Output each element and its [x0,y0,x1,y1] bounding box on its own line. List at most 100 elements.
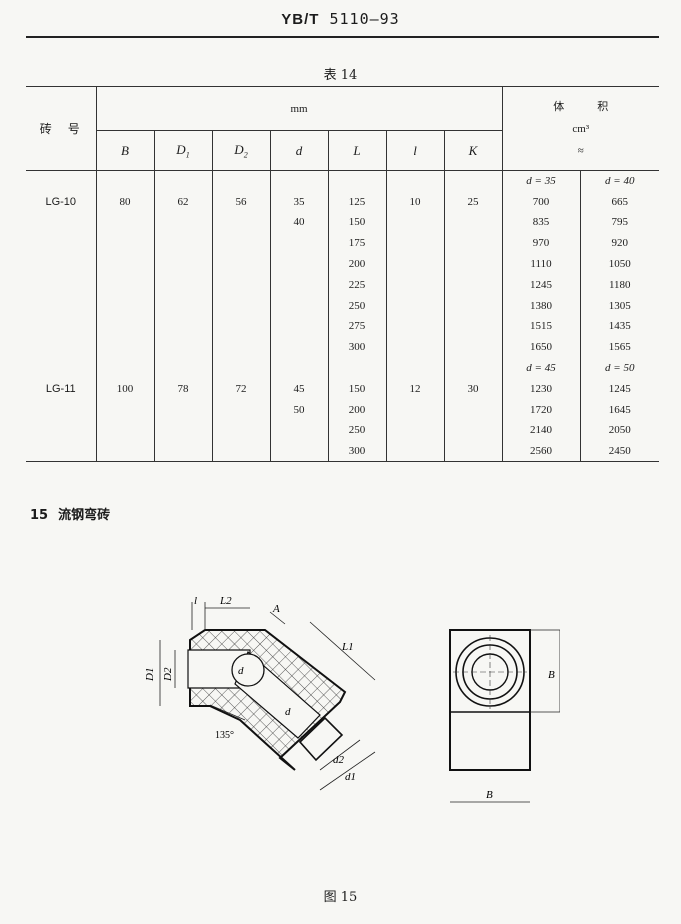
cell-d [269,420,328,441]
cell-d: 45 [269,378,328,400]
header-rule [26,36,659,38]
cell-L: 150 [327,212,386,233]
cell-volume-1: 835 [501,212,580,233]
cell-K [443,295,502,317]
cell-K [443,232,502,254]
cell-d [269,232,328,254]
brick-no [26,295,96,316]
cell-l [385,336,444,358]
cell-D2 [211,253,270,275]
empty-cell [211,357,270,379]
cell-D1 [153,295,212,317]
header-volume: 体 积 cm³ ≈ [501,86,659,171]
cell-volume-1: 1515 [501,316,580,337]
cell-K [443,399,502,421]
cell-volume-1: 1720 [501,399,580,421]
cell-l: 12 [385,378,444,400]
empty-cell [269,170,328,192]
cell-l [385,295,444,317]
cell-L: 125 [327,191,386,213]
cell-d: 35 [269,191,328,213]
header-brick-no: 砖 号 [26,86,96,171]
cell-D2 [211,316,270,337]
volume-d-header: d = 35 [501,170,580,192]
cell-volume-2: 1435 [579,316,659,337]
empty-cell [385,170,444,192]
cell-L: 200 [327,399,386,421]
cell-volume-1: 1230 [501,378,580,400]
empty-cell [269,357,328,379]
cell-L: 225 [327,274,386,296]
volume-d-header: d = 50 [579,357,659,379]
empty-cell [327,357,386,379]
empty-cell [26,358,96,379]
cell-B [95,399,154,421]
cell-L: 300 [327,336,386,358]
brick-no [26,254,96,275]
label-d2: d2 [333,754,345,766]
cell-B [95,295,154,317]
cell-K [443,212,502,233]
label-angle: 135° [215,730,234,741]
empty-cell [443,170,502,192]
cell-L: 275 [327,316,386,337]
cell-K [443,440,502,463]
cell-d [269,253,328,275]
cell-l: 10 [385,191,444,213]
brick-no: LG-10 [45,195,77,208]
cell-volume-1: 1245 [501,274,580,296]
cell-volume-2: 665 [579,191,659,213]
label-d: d [285,706,291,718]
brick-no [26,212,96,233]
brick-no [26,274,96,295]
cell-d [269,440,328,463]
cell-D1 [153,316,212,337]
label-A: A [272,603,280,615]
cell-L: 200 [327,253,386,275]
label-D2: D2 [162,667,174,682]
volume-d-header: d = 45 [501,357,580,379]
label-B-bottom: B [486,789,493,801]
header-unit-mm: mm [95,86,502,131]
brick-no [26,337,96,358]
cell-volume-2: 2050 [579,420,659,441]
cell-D1 [153,274,212,296]
cell-l [385,316,444,337]
label-L2: L2 [219,595,232,607]
cell-B [95,316,154,337]
cell-volume-1: 700 [501,191,580,213]
brick-no [26,399,96,420]
cell-d: 50 [269,399,328,421]
cell-D2 [211,232,270,254]
cell-d [269,295,328,317]
cell-l [385,274,444,296]
header-d: d [269,130,328,171]
cell-D1: 62 [153,191,212,213]
cell-D1: 78 [153,378,212,400]
cell-B [95,232,154,254]
cell-D2 [211,336,270,358]
cell-l [385,440,444,463]
end-view: B B [449,629,560,803]
empty-cell [327,170,386,192]
cell-K: 30 [443,378,502,400]
cell-volume-2: 1565 [579,336,659,358]
cell-d [269,336,328,358]
cell-D2 [211,420,270,441]
empty-cell [385,357,444,379]
empty-cell [153,357,212,379]
label-d-circle: d [238,665,244,677]
cell-D2: 56 [211,191,270,213]
empty-cell [153,170,212,192]
cell-volume-2: 1645 [579,399,659,421]
